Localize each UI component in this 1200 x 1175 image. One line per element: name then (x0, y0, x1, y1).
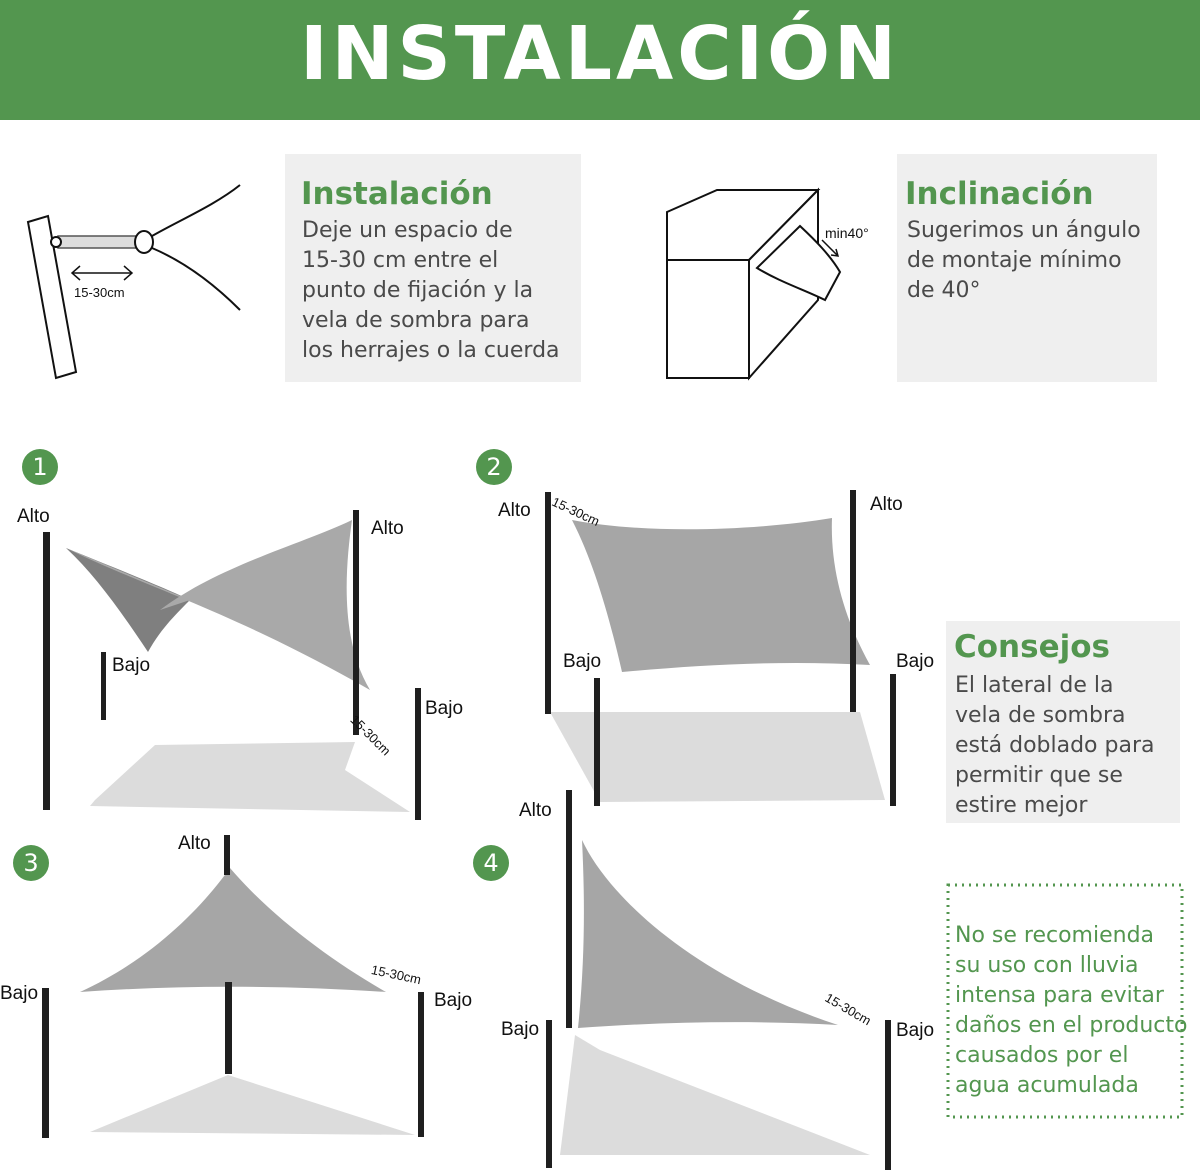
setup-2-label-alto: Alto (870, 494, 903, 515)
rain-warning-line: causados por el (955, 1043, 1129, 1068)
setup-1-label-bajo: Bajo (425, 698, 464, 719)
rain-warning-text: No se recomienda su uso con lluvia inten… (955, 921, 1188, 1101)
setup-1-label-bajo: Bajo (112, 655, 151, 676)
installation-tip-line: punto de fijación y la (302, 278, 534, 303)
step-3-badge: 3 (13, 845, 49, 881)
advice-panel: Consejos El lateral de la vela de sombra… (946, 621, 1180, 823)
advice-line: El lateral de la (955, 673, 1114, 698)
inclination-tip-line: Sugerimos un ángulo (907, 218, 1141, 243)
setup-1-label-alto: Alto (17, 506, 50, 527)
advice-line: estire mejor (955, 793, 1088, 818)
setup-3-label-bajo: Bajo (0, 983, 39, 1004)
setup-4-diagram (546, 790, 891, 1170)
installation-tip-line: los herrajes o la cuerda (302, 338, 560, 363)
installation-tip-line: 15-30 cm entre el (302, 248, 499, 273)
rain-warning-line: intensa para evitar (955, 983, 1164, 1008)
installation-tip-line: vela de sombra para (302, 308, 530, 333)
gap-label: 15-30cm (74, 285, 125, 300)
setup-4-label-bajo: Bajo (896, 1020, 935, 1041)
rain-warning-line: No se recomienda (955, 923, 1155, 948)
inclination-icon (666, 187, 842, 381)
setup-2-label-bajo: Bajo (896, 651, 935, 672)
inclination-tip-line: de 40° (907, 278, 981, 303)
setup-4-label-alto: Alto (519, 800, 552, 821)
step-2-badge: 2 (476, 449, 512, 485)
rain-warning-line: su uso con lluvia (955, 953, 1139, 978)
setup-4-label-bajo: Bajo (501, 1019, 540, 1040)
installation-tip-text: Deje un espacio de 15-30 cm entre el pun… (302, 216, 560, 366)
advice-line: vela de sombra (955, 703, 1126, 728)
angle-label: min40° (825, 225, 869, 241)
advice-title: Consejos (954, 629, 1110, 665)
inclination-tip-panel: Inclinación Sugerimos un ángulo de monta… (897, 154, 1157, 382)
page-title: INSTALACIÓN (300, 11, 900, 97)
step-1-badge: 1 (22, 449, 58, 485)
installation-tip-panel: Instalación Deje un espacio de 15-30 cm … (285, 154, 581, 382)
setup-3-label-bajo: Bajo (434, 990, 473, 1011)
fixing-gap-icon (26, 184, 241, 380)
setup-1-label-alto: Alto (371, 518, 404, 539)
advice-line: permitir que se (955, 763, 1123, 788)
setup-3-diagram (42, 835, 424, 1138)
setup-2-label-alto: Alto (498, 500, 531, 521)
header-banner: INSTALACIÓN (0, 0, 1200, 120)
rain-warning-frame (946, 883, 1184, 1119)
setup-1-diagram (43, 510, 421, 820)
inclination-tip-line: de montaje mínimo (907, 248, 1122, 273)
inclination-tip-title: Inclinación (905, 176, 1094, 212)
installation-tip-line: Deje un espacio de (302, 218, 513, 243)
rain-warning-line: daños en el producto (955, 1013, 1188, 1038)
setup-2-label-bajo: Bajo (563, 651, 602, 672)
installation-tip-title: Instalación (301, 176, 493, 212)
setup-2-diagram (545, 490, 896, 806)
inclination-tip-text: Sugerimos un ángulo de montaje mínimo de… (907, 216, 1141, 306)
rain-warning-line: agua acumulada (955, 1073, 1139, 1098)
advice-line: está doblado para (955, 733, 1155, 758)
step-4-badge: 4 (473, 845, 509, 881)
setup-3-label-alto: Alto (178, 833, 211, 854)
advice-text: El lateral de la vela de sombra está dob… (955, 671, 1154, 821)
